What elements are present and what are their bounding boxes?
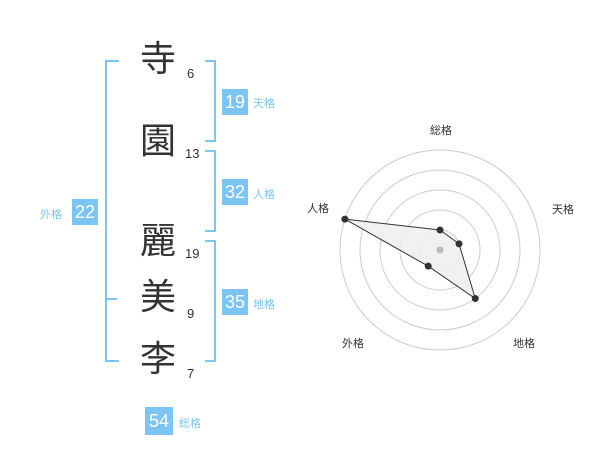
tenkaku-label: 天格 — [253, 97, 275, 110]
radar-data-point — [436, 226, 444, 234]
gaikaku-bracket-tick — [105, 298, 117, 300]
chikaku-bracket — [205, 240, 216, 362]
radar-center-dot — [436, 246, 444, 254]
radar-axis-label-tenkaku: 天格 — [552, 203, 574, 216]
tenkaku-bracket — [205, 60, 216, 142]
radar-grid-ring — [359, 169, 521, 331]
name-char-5: 李 — [139, 339, 176, 380]
gaikaku-label: 外格 — [40, 208, 62, 221]
chikaku-value: 35 — [222, 289, 248, 315]
stroke-count-2: 13 — [185, 146, 200, 161]
radar-axis-label-jinkaku: 人格 — [307, 202, 329, 215]
radar-data-point — [471, 295, 479, 303]
gaikaku-value: 22 — [72, 199, 98, 225]
radar-axis-label-chikaku: 地格 — [513, 337, 535, 350]
radar-data-point — [424, 262, 432, 270]
radar-axis-label-soukaku: 総格 — [430, 124, 452, 137]
radar-grid-ring — [339, 149, 541, 351]
jinkaku-value: 32 — [222, 179, 248, 205]
stroke-count-3: 19 — [185, 246, 200, 261]
soukaku-value: 54 — [145, 407, 173, 435]
radar-series-polygon — [344, 218, 477, 300]
stroke-count-5: 7 — [187, 366, 195, 381]
chikaku-label: 地格 — [253, 298, 275, 311]
stroke-count-4: 9 — [187, 306, 195, 321]
name-char-3: 麗 — [139, 221, 176, 262]
tenkaku-value: 19 — [222, 89, 248, 115]
radar-axis-label-gaikaku: 外格 — [342, 337, 364, 350]
jinkaku-bracket — [205, 150, 216, 232]
radar-grid-ring — [379, 189, 501, 311]
jinkaku-label: 人格 — [253, 188, 275, 201]
radar-data-point — [455, 240, 463, 248]
radar-data-point — [341, 215, 349, 223]
name-char-2: 園 — [139, 121, 176, 162]
stroke-count-1: 6 — [187, 66, 195, 81]
name-char-1: 寺 — [139, 39, 176, 80]
soukaku-label: 総格 — [179, 417, 201, 430]
name-char-4: 美 — [139, 277, 176, 318]
gaikaku-bracket — [105, 60, 119, 362]
